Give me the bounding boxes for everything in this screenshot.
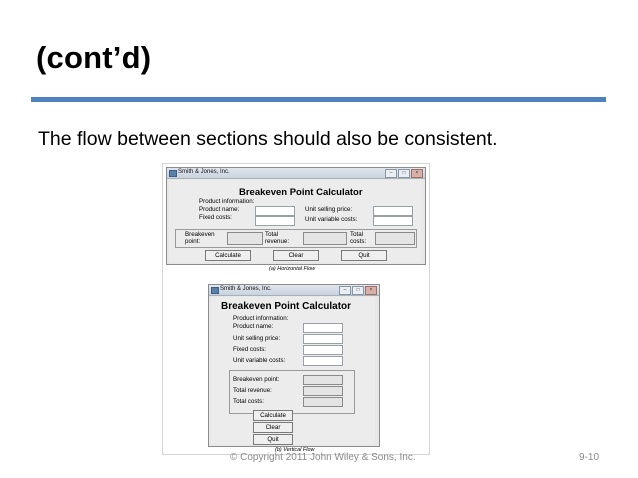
total-costs-output: [303, 397, 343, 407]
app-icon: [169, 170, 177, 177]
close-icon[interactable]: ×: [365, 286, 377, 295]
app-icon: [211, 287, 219, 294]
unit-variable-costs-input[interactable]: [373, 216, 413, 226]
form-heading: Breakeven Point Calculator: [221, 301, 352, 312]
unit-variable-costs-label: Unit variable costs:: [233, 357, 286, 364]
total-revenue-output: [303, 232, 347, 245]
breakeven-point-output: [227, 232, 263, 245]
total-costs-line1: Total: [350, 231, 364, 238]
quit-button[interactable]: Quit: [253, 434, 293, 445]
form-heading: Breakeven Point Calculator: [239, 187, 363, 198]
unit-variable-costs-label: Unit variable costs:: [305, 216, 358, 223]
minimize-icon[interactable]: –: [385, 169, 397, 178]
vertical-flow-window: Smith & Jones, Inc. – □ × Breakeven Poin…: [208, 284, 380, 447]
total-costs-output: [375, 232, 415, 245]
total-revenue-label: Total revenue:: [233, 387, 272, 394]
unit-selling-price-input[interactable]: [373, 206, 413, 216]
fixed-costs-label: Fixed costs:: [199, 214, 233, 221]
window-titlebar: Smith & Jones, Inc. – □ ×: [167, 168, 425, 179]
horizontal-flow-caption: (a) Horizontal Flow: [269, 266, 316, 272]
breakeven-label-line1: Breakeven: [185, 231, 215, 238]
slide-title: (cont’d): [36, 40, 152, 75]
results-group: [175, 229, 417, 248]
page-number: 9-10: [579, 452, 600, 463]
unit-selling-price-input[interactable]: [303, 334, 343, 344]
unit-variable-costs-input[interactable]: [303, 356, 343, 366]
form-figure: Smith & Jones, Inc. – □ × Breakeven Poin…: [162, 163, 430, 455]
unit-selling-price-label: Unit selling price:: [233, 335, 281, 342]
product-name-label: Product name:: [199, 206, 240, 213]
calculate-button[interactable]: Calculate: [253, 410, 293, 421]
breakeven-label-line2: point:: [185, 238, 201, 245]
clear-button[interactable]: Clear: [253, 422, 293, 433]
minimize-icon[interactable]: –: [339, 286, 351, 295]
breakeven-point-label: Breakeven point:: [185, 231, 215, 245]
total-costs-line2: costs:: [350, 238, 367, 245]
window-title: Smith & Jones, Inc.: [220, 286, 272, 292]
fixed-costs-input[interactable]: [303, 345, 343, 355]
total-revenue-line2: revenue:: [265, 238, 290, 245]
title-divider: [31, 97, 606, 102]
copyright-text: © Copyright 2011 John Wiley & Sons, Inc.: [230, 452, 416, 463]
maximize-icon[interactable]: □: [352, 286, 364, 295]
calculate-button[interactable]: Calculate: [205, 250, 251, 261]
total-revenue-line1: Total: [265, 231, 279, 238]
product-name-input[interactable]: [255, 206, 295, 216]
slide-body-text: The flow between sections should also be…: [38, 128, 498, 150]
window-title: Smith & Jones, Inc.: [178, 169, 230, 175]
breakeven-point-label: Breakeven point:: [233, 376, 280, 383]
product-name-input[interactable]: [303, 323, 343, 333]
product-name-label: Product name:: [233, 323, 274, 330]
unit-selling-price-label: Unit selling price:: [305, 206, 353, 213]
total-costs-label: Total costs:: [350, 231, 366, 245]
clear-button[interactable]: Clear: [273, 250, 319, 261]
breakeven-point-output: [303, 375, 343, 385]
fixed-costs-input[interactable]: [255, 216, 295, 226]
maximize-icon[interactable]: □: [398, 169, 410, 178]
horizontal-flow-window: Smith & Jones, Inc. – □ × Breakeven Poin…: [166, 167, 426, 265]
fixed-costs-label: Fixed costs:: [233, 346, 267, 353]
total-costs-label: Total costs:: [233, 398, 264, 405]
total-revenue-output: [303, 386, 343, 396]
close-icon[interactable]: ×: [411, 169, 423, 178]
total-revenue-label: Total revenue:: [265, 231, 289, 245]
product-information-label: Product information:: [199, 198, 255, 205]
quit-button[interactable]: Quit: [341, 250, 387, 261]
window-titlebar: Smith & Jones, Inc. – □ ×: [209, 285, 379, 296]
product-information-label: Product information:: [233, 315, 289, 322]
vertical-flow-caption: (b) Vertical Flow: [275, 447, 315, 453]
